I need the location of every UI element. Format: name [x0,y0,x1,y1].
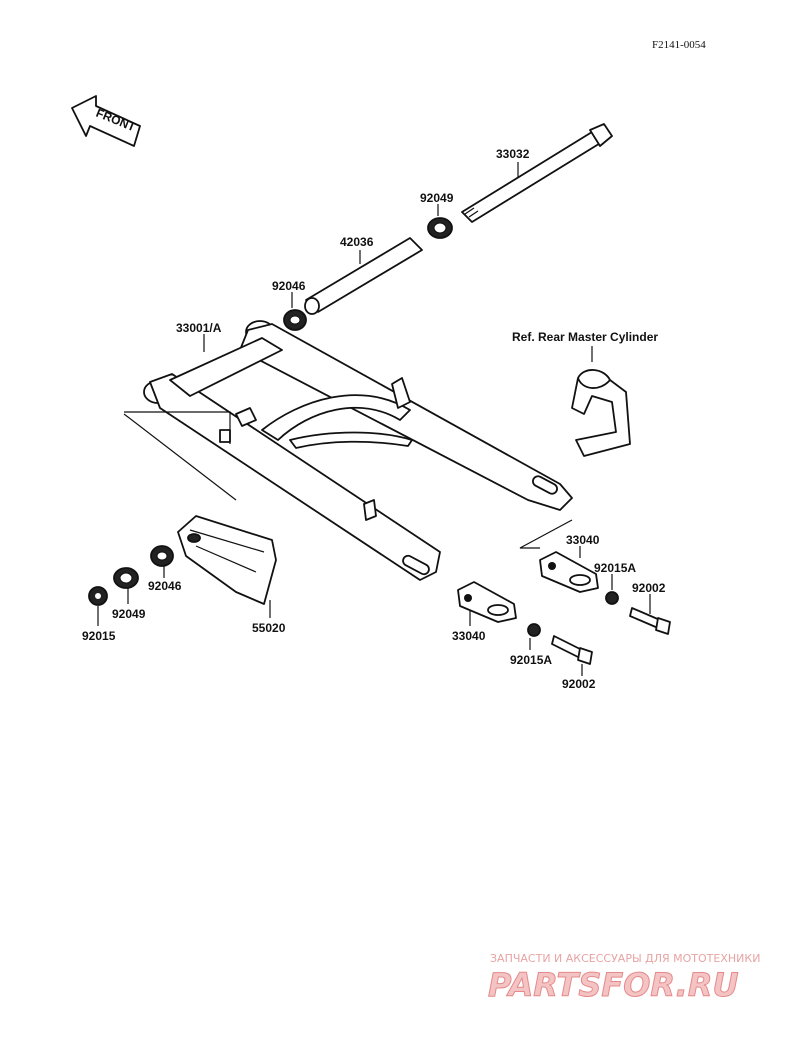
adjuster-33040-left [457,581,517,623]
label-92002-right: 92002 [632,581,666,595]
label-42036: 42036 [340,235,374,249]
nut-92015-bottom [88,586,108,606]
label-33001a: 33001/A [176,321,222,335]
watermark-tagline: ЗАПЧАСТИ И АКСЕССУАРЫ ДЛЯ МОТОТЕХНИКИ [490,952,760,965]
label-92049-bottom: 92049 [112,607,146,621]
bearing-92046-bottom [150,545,174,567]
label-33040-left: 33040 [452,629,486,643]
sleeve-42036 [304,237,423,315]
ref-note: Ref. Rear Master Cylinder [512,330,658,344]
label-33032: 33032 [496,147,530,161]
master-cylinder-bracket [571,369,631,457]
bearing-92046-top [283,309,307,331]
label-92046-top: 92046 [272,279,306,293]
bolt-92002-left [551,635,593,665]
nut-92015a-right [605,591,619,605]
label-33040-right: 33040 [566,533,600,547]
adjuster-33040-right [539,551,599,593]
nut-92015a-left [527,623,541,637]
diagram-code: F2141-0054 [652,39,706,51]
label-92002-left: 92002 [562,677,596,691]
label-92046-bottom: 92046 [148,579,182,593]
axle-bolt-33032 [461,123,613,223]
label-92015a-right: 92015A [594,561,636,575]
swingarm-33001a [143,320,573,581]
bolt-92002-right [629,607,671,635]
chain-guard-55020 [177,515,277,605]
watermark-logo: PARTSFOR.RU [488,966,738,1004]
label-92015-bottom: 92015 [82,629,116,643]
seal-92049-bottom [113,567,139,589]
label-92015a-left: 92015A [510,653,552,667]
seal-92049-top [427,217,453,239]
front-arrow-icon: FRONT [71,95,141,147]
label-55020: 55020 [252,621,286,635]
label-92049-top: 92049 [420,191,454,205]
